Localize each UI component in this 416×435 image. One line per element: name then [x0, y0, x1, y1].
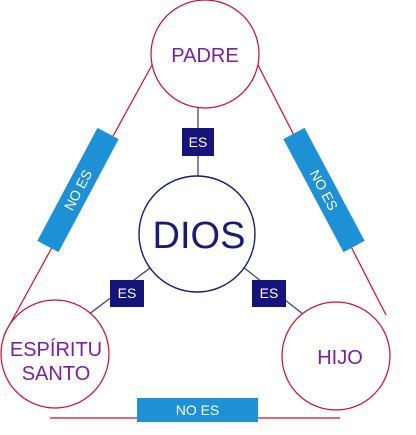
node-circle-hijo — [281, 301, 391, 411]
node-circle-dios — [138, 175, 256, 293]
es-box-padre — [182, 128, 214, 156]
no-es-box-espiritu-hijo — [137, 398, 258, 422]
es-box-hijo — [252, 280, 286, 307]
node-label-padre: PADRE — [171, 45, 238, 67]
es-box-espiritu — [110, 280, 144, 307]
es-label-padre: ES — [189, 134, 208, 150]
node-label-espiritu-line2: SANTO — [22, 363, 91, 385]
relation-no-es-espiritu-hijo: NO ES — [137, 398, 258, 422]
relation-no-es-padre-espiritu: NO ES — [37, 127, 119, 253]
es-label-hijo: ES — [260, 285, 279, 301]
relation-es-hijo: ES — [252, 280, 286, 307]
no-es-box-padre-espiritu — [37, 127, 119, 253]
node-label-hijo: HIJO — [317, 347, 363, 369]
relation-es-espiritu: ES — [110, 280, 144, 307]
node-label-espiritu-line1: ESPÍRITU — [10, 338, 102, 361]
no-es-label-espiritu-hijo: NO ES — [176, 402, 220, 418]
relation-no-es-padre-hijo: NO ES — [283, 127, 365, 253]
node-circle-espiritu — [0, 299, 110, 409]
no-es-box-padre-hijo — [283, 127, 365, 253]
relation-es-padre: ES — [182, 128, 214, 156]
es-label-espiritu: ES — [118, 285, 137, 301]
node-circle-padre — [150, 0, 260, 109]
node-label-dios: DIOS — [153, 215, 246, 257]
